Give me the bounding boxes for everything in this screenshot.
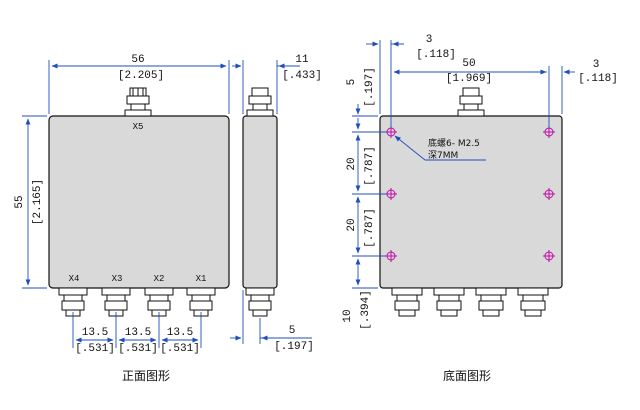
- hole-spacing-2-mm: 20: [346, 218, 358, 231]
- bottom-top-margin-in: [.197]: [364, 67, 376, 107]
- mounting-hole-5: [385, 250, 397, 262]
- side-offset-in: [.197]: [274, 341, 314, 353]
- output-connector-x1: [186, 287, 216, 317]
- output-port-label-1: X4: [69, 274, 80, 284]
- pitch-1-in: [.531]: [75, 343, 115, 355]
- side-view: 11 [.433] 5 [.197]: [230, 54, 322, 353]
- front-view-caption: 正面图形: [122, 369, 170, 383]
- bottom-view-connectors: [391, 287, 549, 317]
- hole-spacing-2-in: [.787]: [364, 208, 376, 248]
- output-port-label-2: X3: [112, 274, 123, 284]
- bottom-right-offset-mm: 3: [593, 59, 600, 71]
- output-connector-x4: [58, 287, 88, 317]
- pitch-3-mm: 13.5: [167, 327, 193, 339]
- front-height-dimension: [22, 115, 47, 289]
- bottom-view: 底螺6- M2.5 深7MM 3 [.118] 50 [1.969] 3 [.1…: [342, 34, 618, 383]
- front-height-in: [2.165]: [32, 179, 44, 225]
- front-width-mm: 56: [131, 54, 144, 66]
- output-connector-x3: [101, 287, 131, 317]
- bottom-top-dimensions: [366, 40, 575, 128]
- bottom-top-offset-mm: 3: [426, 34, 433, 46]
- bottom-right-offset-in: [.118]: [578, 73, 618, 85]
- front-view: X5 X4 X3 X2 X1 56 [2.205]: [14, 54, 230, 383]
- bottom-margin-in: [.394]: [360, 290, 372, 330]
- hole-note-line-1: 底螺6- M2.5: [428, 137, 480, 149]
- front-height-mm: 55: [14, 195, 26, 208]
- mounting-hole-3: [385, 188, 397, 200]
- front-body: [48, 115, 230, 289]
- pitch-2-in: [.531]: [118, 343, 158, 355]
- mounting-hole-4: [543, 188, 555, 200]
- pitch-3-in: [.531]: [160, 343, 200, 355]
- bottom-view-top-connector: [457, 87, 485, 117]
- hole-note-line-2: 深7MM: [428, 150, 458, 161]
- side-top-connector: [246, 87, 274, 117]
- hole-spacing-1-in: [.787]: [364, 146, 376, 186]
- mounting-hole-6: [543, 250, 555, 262]
- side-depth-dimension: [232, 60, 300, 114]
- bottom-view-caption: 底面图形: [443, 368, 491, 383]
- side-bottom-connector: [245, 287, 275, 317]
- side-depth-in: [.433]: [282, 70, 322, 82]
- bottom-width-in: [1.969]: [446, 73, 492, 85]
- side-body: [242, 115, 278, 289]
- input-connector: [124, 87, 152, 117]
- output-connector-x2: [144, 287, 174, 317]
- bottom-top-margin-mm: 5: [346, 79, 358, 86]
- hole-note-leader: [394, 135, 486, 161]
- side-offset-mm: 5: [289, 325, 296, 337]
- bottom-top-offset-in: [.118]: [416, 49, 456, 61]
- pitch-2-mm: 13.5: [125, 327, 151, 339]
- output-port-label-3: X2: [154, 274, 165, 284]
- side-depth-mm: 11: [295, 54, 309, 66]
- input-port-label: X5: [133, 122, 144, 132]
- pitch-dimension-lines: [72, 312, 202, 348]
- side-offset-dimension: [230, 290, 312, 344]
- front-width-dimension: [48, 60, 230, 114]
- bottom-width-mm: 50: [462, 58, 475, 70]
- hole-spacing-1-mm: 20: [346, 157, 358, 170]
- front-width-in: [2.205]: [118, 70, 164, 82]
- bottom-left-dimensions: [352, 104, 386, 289]
- pitch-1-mm: 13.5: [82, 327, 108, 339]
- bottom-margin-mm: 10: [342, 309, 354, 322]
- output-port-label-4: X1: [196, 274, 207, 284]
- mounting-hole-1: [385, 126, 397, 138]
